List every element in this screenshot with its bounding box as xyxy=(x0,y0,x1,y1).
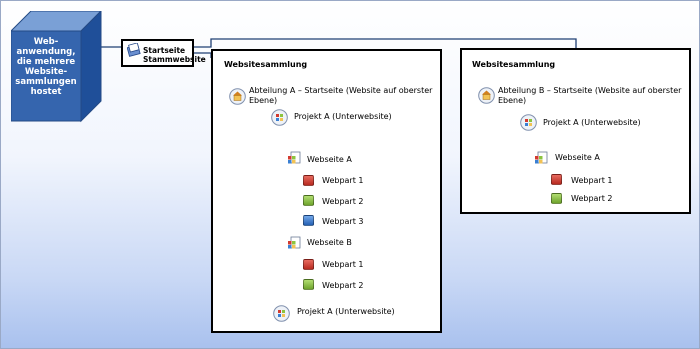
collection-b-top-site[interactable]: Abteilung B – Startseite (Website auf ob… xyxy=(498,86,682,105)
collection-b-subsite-1-icon xyxy=(520,114,537,131)
collection-a-page-b[interactable]: Webseite B xyxy=(307,238,352,247)
collection-b-page-a[interactable]: Webseite A xyxy=(555,153,600,162)
collection-a-page-b-part-2[interactable]: Webpart 2 xyxy=(322,281,364,290)
collection-b-page-a-part-1[interactable]: Webpart 1 xyxy=(571,176,613,185)
collection-a-page-a-part-2[interactable]: Webpart 2 xyxy=(322,197,364,206)
collection-b-page-a-part-2[interactable]: Webpart 2 xyxy=(571,194,613,203)
collection-a-subsite-1[interactable]: Projekt A (Unterwebsite) xyxy=(294,112,392,121)
collection-b-title: Websitesammlung xyxy=(472,60,556,69)
webpart-red-icon xyxy=(303,259,314,270)
webpart-red-icon xyxy=(303,175,314,186)
collection-b-page-a-icon xyxy=(535,151,548,164)
webpart-red-icon xyxy=(551,174,562,185)
collection-a-page-a-part-1[interactable]: Webpart 1 xyxy=(322,176,364,185)
collection-b-subsite-1[interactable]: Projekt A (Unterwebsite) xyxy=(543,118,641,127)
collection-b-panel xyxy=(460,48,691,214)
collection-a-title: Websitesammlung xyxy=(224,60,308,69)
collection-a-page-b-icon xyxy=(288,236,301,249)
root-site-icon xyxy=(127,43,141,57)
collection-a-subsite-2[interactable]: Projekt A (Unterwebsite) xyxy=(297,307,395,316)
root-site-line1: Startseite xyxy=(143,46,186,55)
collection-b-home-icon xyxy=(478,87,495,104)
collection-a-page-a-icon xyxy=(288,151,301,164)
webpart-green-icon xyxy=(303,279,314,290)
collection-a-page-b-part-1[interactable]: Webpart 1 xyxy=(322,260,364,269)
root-site-line2: Stammwebsite xyxy=(143,55,206,64)
server-cube-icon xyxy=(11,11,102,123)
collection-a-home-icon xyxy=(229,88,246,105)
connector-root-collection-b xyxy=(194,38,577,48)
webpart-green-icon xyxy=(551,193,562,204)
server-label: Web-anwendung, die mehrere Website-samml… xyxy=(15,37,77,97)
collection-a-page-a[interactable]: Webseite A xyxy=(307,155,352,164)
webpart-green-icon xyxy=(303,195,314,206)
collection-a-subsite-2-icon xyxy=(273,305,290,322)
webpart-blue-icon xyxy=(303,215,314,226)
collection-a-page-a-part-3[interactable]: Webpart 3 xyxy=(322,217,364,226)
collection-a-panel xyxy=(211,49,442,333)
collection-a-top-site[interactable]: Abteilung A – Startseite (Website auf ob… xyxy=(249,86,433,105)
root-site-label: Startseite Stammwebsite xyxy=(143,46,206,64)
collection-a-subsite-1-icon xyxy=(271,109,288,126)
